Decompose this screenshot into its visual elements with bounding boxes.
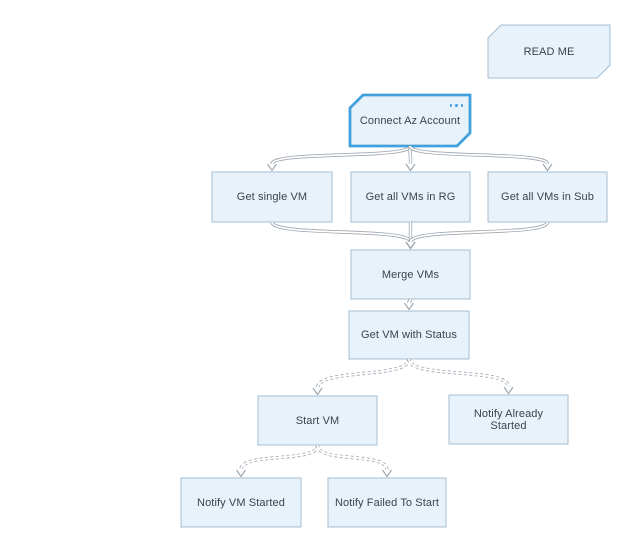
node-shape-merge-vms[interactable] xyxy=(350,249,471,300)
node-get-all-vms-in-rg[interactable]: Get all VMs in RG xyxy=(351,172,470,222)
connector-connect-az-account-to-get-single-vm[interactable] xyxy=(267,144,412,172)
node-notify-already-started[interactable]: Notify Already Started xyxy=(449,395,568,444)
connector-get-single-vm-to-merge-vms[interactable] xyxy=(270,220,416,250)
connector-connect-az-account-to-get-all-vms-in-sub[interactable] xyxy=(408,144,553,172)
node-shape-connect-az-account[interactable] xyxy=(348,93,472,148)
node-label: Get all VMs in RG xyxy=(365,191,456,203)
arrowhead-icon xyxy=(503,386,514,395)
node-shape-notify-vm-started[interactable] xyxy=(180,477,302,528)
node-read-me[interactable]: READ ME xyxy=(488,25,610,78)
node-label: Notify Already Started xyxy=(473,407,544,432)
arrowhead-icon xyxy=(542,163,553,172)
connector-get-vm-with-status-to-notify-already-started[interactable] xyxy=(407,358,514,395)
node-label: Start VM xyxy=(295,414,340,427)
arrowhead-icon xyxy=(405,163,416,172)
node-start-vm[interactable]: Start VM xyxy=(258,396,377,445)
node-get-all-vms-in-sub[interactable]: Get all VMs in Sub xyxy=(488,172,607,222)
connector-start-vm-to-notify-failed-to-start[interactable] xyxy=(315,444,392,478)
arrowhead-icon xyxy=(382,469,392,478)
arrowhead-icon xyxy=(236,469,246,478)
connector-get-vm-with-status-to-start-vm[interactable] xyxy=(312,358,411,396)
node-notify-vm-started[interactable]: Notify VM Started xyxy=(181,478,301,527)
node-shape-get-single-vm[interactable] xyxy=(211,171,333,223)
node-shape-start-vm[interactable] xyxy=(257,395,378,446)
node-get-vm-with-status[interactable]: Get VM with Status xyxy=(349,311,469,359)
connector-merge-vms-to-get-vm-with-status[interactable] xyxy=(404,298,414,311)
arrowhead-icon xyxy=(405,241,416,250)
node-notify-failed-to-start[interactable]: Notify Failed To Start xyxy=(328,478,446,527)
arrowhead-icon xyxy=(267,163,277,172)
node-label: Connect Az Account xyxy=(359,114,461,127)
arrowhead-icon xyxy=(312,387,323,396)
ellipsis-menu-icon[interactable] xyxy=(449,104,463,107)
node-connect-az-account[interactable]: Connect Az Account xyxy=(350,95,470,146)
node-label: Notify Failed To Start xyxy=(334,496,440,509)
node-shape-get-vm-with-status[interactable] xyxy=(348,310,470,360)
node-label: Get VM with Status xyxy=(361,329,457,341)
node-shape-get-all-vms-in-sub[interactable] xyxy=(487,171,608,223)
node-merge-vms[interactable]: Merge VMs xyxy=(351,250,470,299)
node-get-single-vm[interactable]: Get single VM xyxy=(212,172,332,222)
connector-start-vm-to-notify-vm-started[interactable] xyxy=(236,444,320,478)
node-shape-notify-failed-to-start[interactable] xyxy=(327,477,447,528)
node-label: READ ME xyxy=(523,45,575,58)
node-label: Get single VM xyxy=(236,191,308,203)
arrowhead-icon xyxy=(404,302,414,311)
connector-get-all-vms-in-sub-to-merge-vms[interactable] xyxy=(405,220,550,250)
node-shape-read-me[interactable] xyxy=(487,24,611,79)
node-label: Merge VMs xyxy=(381,268,440,281)
node-shape-notify-already-started[interactable] xyxy=(448,394,569,445)
node-label: Get all VMs in Sub xyxy=(501,191,594,203)
node-label: Notify VM Started xyxy=(197,496,285,509)
